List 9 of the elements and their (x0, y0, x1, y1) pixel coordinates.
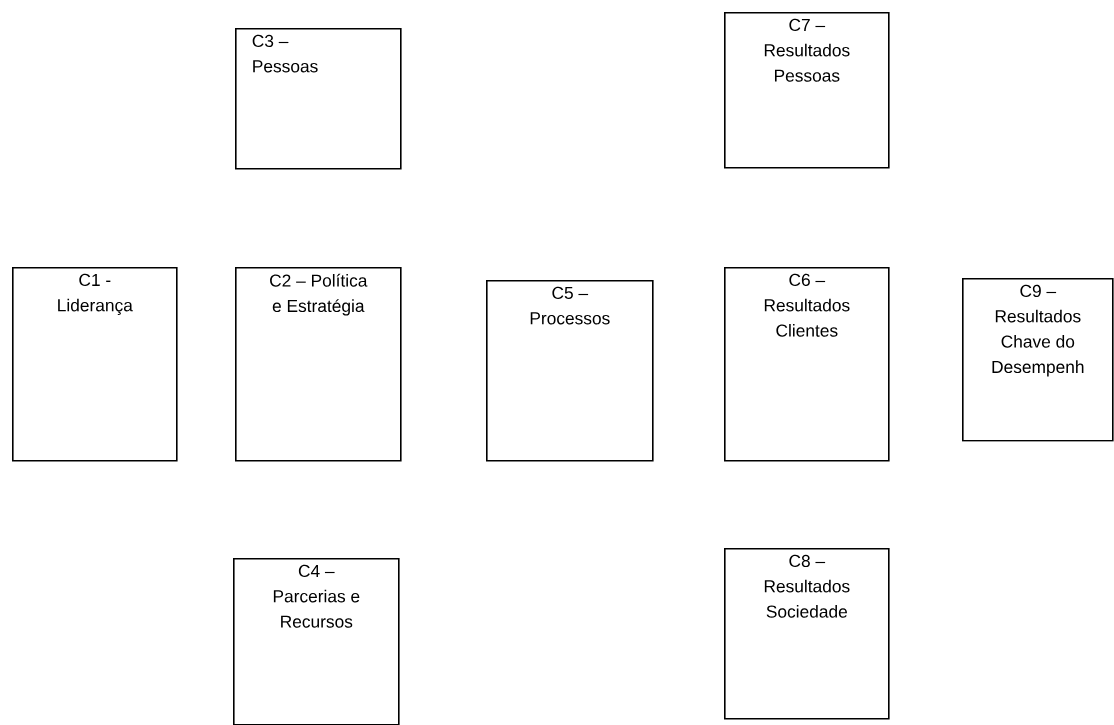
text-box: C4 – Parcerias e Recursos (233, 558, 400, 725)
text-box: C6 – Resultados Clientes (724, 267, 890, 462)
text-box: C9 – Resultados Chave do Desempenh (962, 278, 1114, 442)
text-box: C2 – Política e Estratégia (235, 267, 402, 462)
text-box: C8 – Resultados Sociedade (724, 548, 890, 720)
text-box: C5 – Processos (486, 280, 654, 462)
text-box: C1 - Liderança (12, 267, 178, 462)
text-box: C3 – Pessoas (235, 28, 402, 170)
text-box: C7 – Resultados Pessoas (724, 12, 890, 169)
